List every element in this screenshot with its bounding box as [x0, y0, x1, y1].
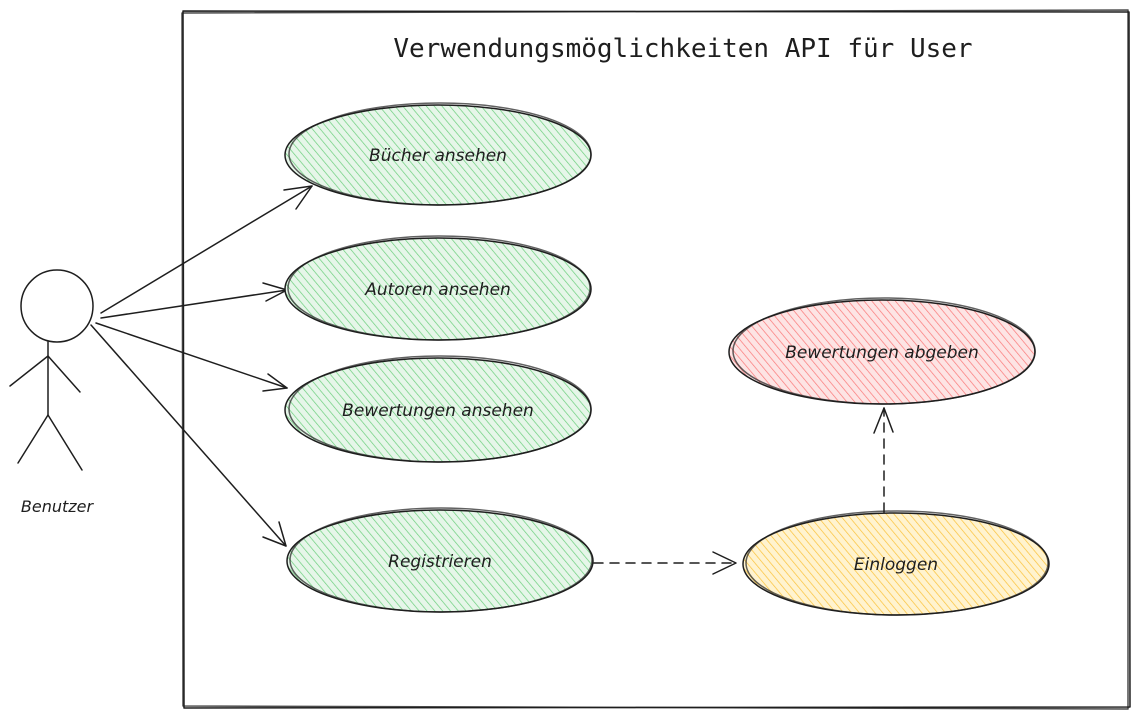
- use-case-label: Bewertungen ansehen: [342, 401, 534, 421]
- use-case-buecher-ansehen[interactable]: Bücher ansehen: [284, 102, 592, 206]
- use-case-autoren-ansehen[interactable]: Autoren ansehen: [284, 235, 592, 341]
- association-bewertungen-ansehen: [95, 322, 288, 392]
- association-registrieren: [90, 324, 287, 547]
- diagram-title: Verwendungsmöglichkeiten API für User: [393, 34, 972, 64]
- use-case-label: Registrieren: [388, 552, 492, 572]
- association-buecher: [100, 185, 313, 314]
- use-case-registrieren[interactable]: Registrieren: [286, 507, 594, 613]
- use-case-label: Bücher ansehen: [369, 146, 507, 166]
- use-case-label: Autoren ansehen: [364, 280, 511, 300]
- use-case-einloggen[interactable]: Einloggen: [742, 510, 1050, 616]
- use-case-bewertungen-ansehen[interactable]: Bewertungen ansehen: [284, 355, 592, 463]
- system-boundary: [181, 9, 1131, 710]
- actor-head: [20, 269, 94, 343]
- use-case-label: Bewertungen abgeben: [785, 343, 979, 363]
- relation-einloggen-bewertungen-abgeben: [873, 407, 894, 513]
- actor-legs: [17, 414, 83, 471]
- actor-benutzer: Benutzer: [9, 269, 95, 516]
- association-autoren: [100, 282, 288, 319]
- relation-registrieren-einloggen: [593, 551, 737, 575]
- use-case-bewertungen-abgeben[interactable]: Bewertungen abgeben: [728, 297, 1036, 405]
- actor-label: Benutzer: [21, 497, 95, 516]
- use-case-label: Einloggen: [854, 555, 938, 575]
- actor-arms: [9, 355, 81, 393]
